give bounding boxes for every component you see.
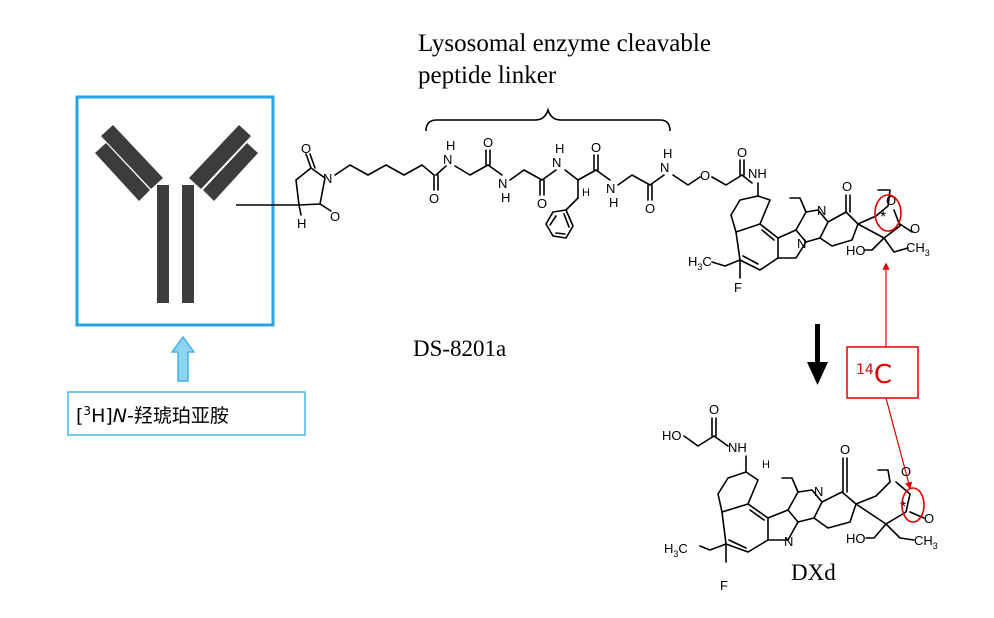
svg-text:HO: HO — [662, 428, 682, 443]
linker-label-line2: peptide linker — [418, 62, 557, 89]
svg-text:O: O — [709, 402, 719, 417]
svg-text:O: O — [886, 193, 896, 208]
maleimide-ring: O N O H — [295, 141, 340, 231]
svg-text:F: F — [734, 280, 742, 295]
ch3-top: CH3 — [906, 240, 930, 258]
svg-text:N: N — [443, 152, 452, 167]
svg-text:O: O — [301, 141, 311, 156]
exatecan-core-top: N N O O O * HO CH3 H3C F — [688, 179, 930, 295]
svg-text:O: O — [840, 442, 850, 457]
svg-text:H: H — [663, 146, 672, 161]
svg-text:N: N — [817, 203, 826, 218]
h3c-top: H3C — [688, 254, 712, 272]
svg-text:O: O — [645, 201, 655, 216]
svg-text:HO: HO — [846, 531, 866, 546]
payload-name: DXd — [791, 560, 836, 585]
svg-text:NH: NH — [748, 166, 767, 181]
svg-text:H: H — [501, 190, 510, 205]
svg-text:O: O — [330, 209, 340, 224]
svg-text:H: H — [762, 459, 770, 471]
peptide-linker-chain: O N H O N H O N H H O N H — [334, 135, 767, 239]
svg-text:N: N — [784, 534, 793, 549]
svg-text:H: H — [446, 138, 455, 153]
conjugate-name: DS-8201a — [413, 336, 506, 361]
up-arrow-icon — [170, 335, 196, 382]
tritium-label: [3H]N-羟琥珀亚胺 — [76, 404, 229, 427]
svg-text:H: H — [582, 187, 590, 199]
svg-text:O: O — [901, 464, 911, 479]
h3c-bottom: H3C — [664, 541, 688, 559]
phenyl-ring — [545, 209, 574, 239]
svg-text:O: O — [429, 191, 439, 206]
svg-text:O: O — [910, 221, 920, 236]
c14-highlight-bottom — [901, 487, 925, 523]
c14-label: 14C — [856, 360, 892, 390]
svg-text:O: O — [483, 135, 493, 150]
svg-text:O: O — [924, 511, 934, 526]
svg-text:*: * — [900, 499, 906, 516]
c14-highlight-top — [874, 194, 902, 232]
linker-label-line1: Lysosomal enzyme cleavable — [418, 30, 711, 57]
svg-text:*: * — [880, 209, 886, 226]
svg-text:N: N — [552, 155, 561, 170]
ch3-bottom: CH3 — [914, 533, 938, 551]
svg-text:O: O — [537, 196, 547, 211]
c14-arrow-down — [885, 397, 912, 490]
svg-text:N: N — [606, 181, 615, 196]
conversion-arrow — [807, 324, 828, 385]
antibody-frame — [75, 95, 275, 327]
svg-text:HO: HO — [846, 243, 866, 258]
c14-callout: 14C — [846, 262, 919, 490]
tritium-label-group: [3H]N-羟琥珀亚胺 — [67, 335, 306, 436]
svg-text:N: N — [797, 236, 806, 251]
svg-text:F: F — [720, 578, 728, 593]
svg-text:H: H — [609, 195, 618, 210]
linker-brace — [425, 107, 671, 132]
svg-text:O: O — [737, 145, 747, 160]
svg-text:NH: NH — [728, 440, 747, 455]
antibody-panel — [75, 95, 299, 327]
antibody-icon — [95, 125, 258, 303]
linker-annotation: Lysosomal enzyme cleavable peptide linke… — [418, 30, 711, 132]
tritium-label-box — [67, 391, 306, 436]
svg-text:O: O — [591, 140, 601, 155]
c14-label-box — [846, 346, 919, 399]
svg-text:N: N — [498, 176, 507, 191]
svg-text:N: N — [323, 171, 332, 186]
svg-text:O: O — [842, 179, 852, 194]
svg-text:N: N — [814, 484, 823, 499]
svg-text:H: H — [555, 141, 564, 156]
svg-text:H: H — [297, 216, 306, 231]
svg-text:N: N — [660, 160, 669, 175]
dxd-structure: HO O NH H N N O O O * HO CH3 H3C — [662, 402, 938, 593]
svg-text:O: O — [700, 168, 710, 183]
